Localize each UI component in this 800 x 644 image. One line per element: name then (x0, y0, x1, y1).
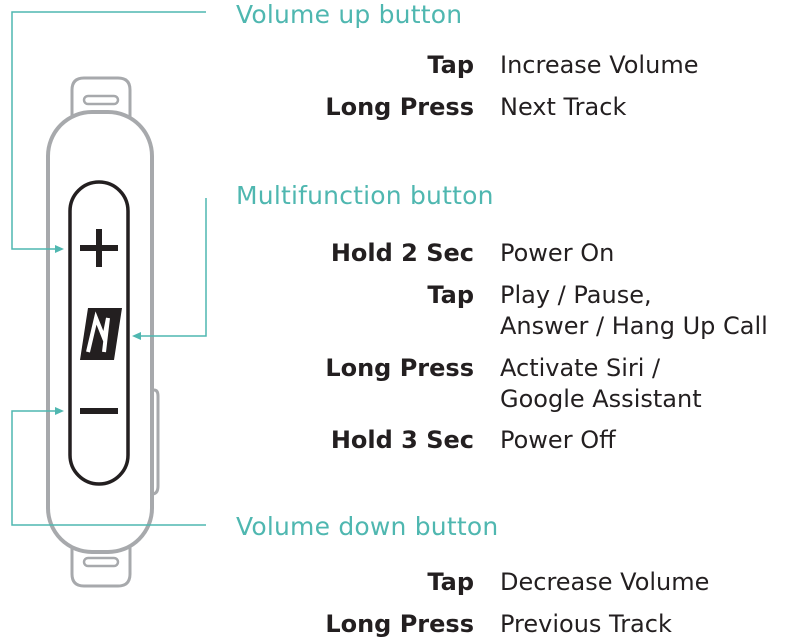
action-label: Long Press (325, 93, 474, 121)
volume-up-arrow-icon (55, 245, 64, 253)
result-label: Activate Siri / (500, 354, 661, 382)
result-label: Answer / Hang Up Call (500, 312, 768, 340)
action-label: Tap (427, 281, 474, 309)
result-label: Power On (500, 239, 615, 267)
volume-down-connector-line (11, 410, 206, 526)
volume-up-plus-icon[interactable] (80, 229, 118, 267)
action-label: Long Press (325, 354, 474, 382)
volume-up-heading: Volume up button (236, 0, 463, 29)
result-label: Play / Pause, (500, 281, 652, 309)
result-label: Next Track (500, 93, 627, 121)
volume-down-arrow-icon (55, 407, 64, 415)
result-label: Google Assistant (500, 385, 702, 413)
bottom-strap-tab (70, 546, 132, 588)
action-label: Long Press (325, 610, 474, 638)
volume-down-heading: Volume down button (236, 512, 499, 541)
result-label: Power Off (500, 426, 616, 454)
action-label: Hold 3 Sec (330, 426, 474, 454)
multifunction-arrow-icon (132, 332, 141, 340)
volume-up-connector-line (11, 11, 206, 250)
volume-down-minus-icon[interactable] (80, 408, 118, 414)
multifunction-logo-icon[interactable] (80, 308, 122, 360)
action-label: Tap (427, 51, 474, 79)
top-strap-tab (70, 76, 132, 118)
multifunction-heading: Multifunction button (236, 181, 494, 210)
result-label: Increase Volume (500, 51, 699, 79)
action-label: Hold 2 Sec (330, 239, 474, 267)
result-label: Previous Track (500, 610, 672, 638)
multifunction-connector-line (140, 198, 207, 337)
action-label: Tap (427, 568, 474, 596)
result-label: Decrease Volume (500, 568, 710, 596)
